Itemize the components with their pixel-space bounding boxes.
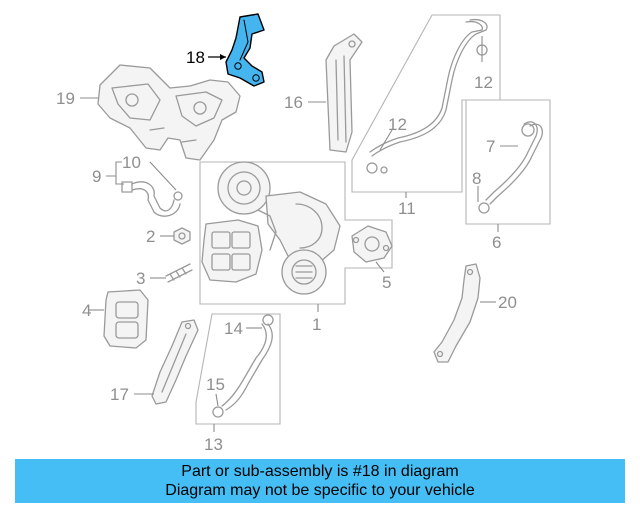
callout-6: 6 (492, 233, 501, 252)
part-1-turbocharger[interactable] (199, 161, 393, 312)
callout-13: 13 (204, 435, 223, 454)
part-16-gasket[interactable] (308, 33, 363, 153)
part-9-10-hose[interactable] (106, 161, 183, 217)
info-banner: Part or sub-assembly is #18 in diagram D… (15, 459, 625, 503)
callout-19: 19 (56, 89, 75, 108)
part-4-gasket[interactable] (88, 289, 149, 349)
callout-10: 10 (122, 153, 141, 172)
callout-5: 5 (382, 273, 391, 292)
callout-18[interactable]: 18 (186, 48, 205, 67)
part-13-coolant-return-line[interactable] (195, 313, 281, 432)
part-11-oil-line-assembly[interactable] (351, 14, 501, 198)
part-2-nut[interactable] (160, 227, 191, 245)
parts-diagram: 19 18 16 12 12 11 7 8 6 9 10 2 3 5 4 20 … (56, 13, 551, 454)
callout-11: 11 (398, 199, 416, 218)
part-20-bracket[interactable] (433, 263, 496, 363)
callout-1: 1 (312, 315, 321, 334)
callout-8: 8 (472, 169, 481, 188)
callout-14: 14 (224, 319, 243, 338)
banner-line-1: Part or sub-assembly is #18 in diagram (181, 463, 459, 480)
callout-17: 17 (110, 385, 129, 404)
part-3-stud[interactable] (150, 263, 193, 283)
callout-4: 4 (82, 301, 91, 320)
callout-2: 2 (146, 227, 155, 246)
callout-20: 20 (498, 293, 517, 312)
callout-15: 15 (206, 375, 225, 394)
callout-12b: 12 (388, 115, 407, 134)
banner-line-2: Diagram may not be specific to your vehi… (165, 482, 475, 499)
part-19-exhaust-manifold[interactable] (80, 64, 241, 161)
callout-7: 7 (486, 137, 495, 156)
part-6-coolant-line-assembly[interactable] (465, 99, 551, 232)
part-5-actuator[interactable] (351, 225, 393, 273)
callout-3: 3 (136, 269, 145, 288)
part-17-strap[interactable] (134, 319, 199, 405)
part-18-heat-shield-bracket[interactable] (208, 13, 265, 87)
callout-9: 9 (92, 167, 101, 186)
callout-16: 16 (284, 93, 303, 112)
callout-12a: 12 (474, 73, 493, 92)
